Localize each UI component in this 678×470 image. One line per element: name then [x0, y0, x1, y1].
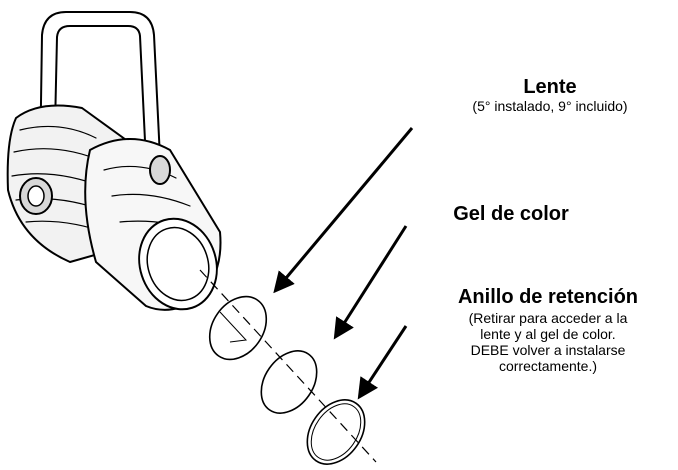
gel-title: Gel de color — [453, 203, 569, 225]
retention-ring-part-icon — [306, 399, 366, 465]
lens-pointer-arrow — [273, 127, 414, 294]
ring-note-line: DEBE volver a instalarse — [470, 342, 626, 358]
lens-callout: Lente (5° instalado, 9° incluido) — [422, 76, 678, 114]
lens-note: (5° instalado, 9° incluido) — [472, 98, 628, 114]
ring-note-line: lente y al gel de color. — [480, 326, 616, 342]
ring-note-line: correctamente.) — [498, 358, 598, 374]
gel-pointer-arrow — [333, 225, 408, 340]
ring-note: (Retirar para acceder a la lente y al ge… — [418, 310, 678, 374]
gel-callout: Gel de color — [416, 203, 606, 225]
ring-note-line: (Retirar para acceder a la — [468, 310, 628, 326]
spotlight-fixture-icon — [6, 11, 222, 311]
ring-pointer-arrow — [357, 325, 408, 400]
color-gel-part-icon — [260, 350, 318, 414]
optical-axis-line — [199, 269, 377, 463]
lens-part-icon — [208, 295, 268, 361]
lens-title: Lente — [523, 76, 577, 98]
ring-title: Anillo de retención — [457, 286, 639, 308]
ring-callout: Anillo de retención (Retirar para accede… — [418, 286, 678, 374]
